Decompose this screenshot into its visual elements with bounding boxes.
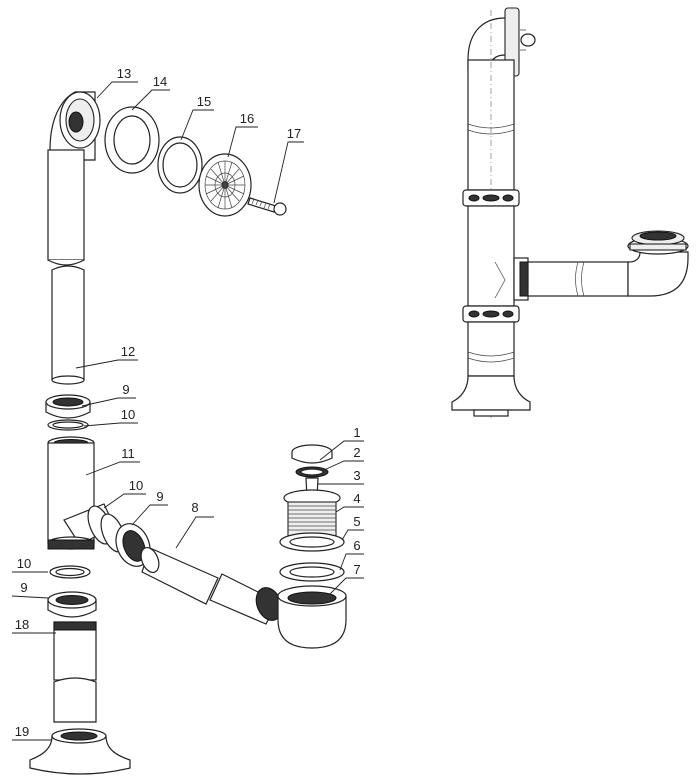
part-16-cover: [198, 153, 252, 217]
callout-14: 14: [153, 74, 167, 89]
assembled-view: [451, 7, 689, 418]
callout-labels: 1 2 3 4 5 6 7 8 9 10 11 12 13 14 15 16 1…: [15, 66, 361, 739]
part-8-branch-pipe: [140, 546, 283, 625]
callout-5: 5: [353, 514, 360, 529]
part-5-washer: [279, 532, 345, 552]
callout-10: 10: [121, 407, 135, 422]
part-10-washer-upper: [47, 419, 89, 431]
callout-15: 15: [197, 94, 211, 109]
callout-16: 16: [240, 111, 254, 126]
callout-17: 17: [287, 126, 301, 141]
callout-8: 8: [191, 500, 198, 515]
callout-11: 11: [121, 446, 135, 461]
part-14-gasket: [104, 106, 160, 174]
leader-lines: [11, 81, 364, 741]
callout-18: 18: [15, 617, 29, 632]
part-1-plug: [291, 444, 333, 464]
part-2-seal: [295, 466, 329, 478]
part-18-tailpiece: [53, 621, 97, 723]
part-15-ring: [157, 136, 203, 194]
part-9-nut-upper: [45, 394, 91, 419]
callout-9-side: 9: [156, 489, 163, 504]
callout-3: 3: [353, 468, 360, 483]
exploded-view: 1 2 3 4 5 6 7 8 9 10 11 12 13 14 15 16 1…: [11, 66, 364, 775]
callout-13: 13: [117, 66, 131, 81]
part-10-washer-lower: [49, 565, 91, 579]
callout-9: 9: [122, 382, 129, 397]
callout-2: 2: [353, 445, 360, 460]
part-7-drain-bowl: [277, 585, 347, 649]
callout-1: 1: [353, 425, 360, 440]
part-17-screw: [247, 197, 287, 216]
part-19-flange: [29, 728, 131, 775]
callout-10-lower: 10: [17, 556, 31, 571]
callout-9-lower: 9: [20, 580, 27, 595]
part-12-pipe: [51, 265, 85, 385]
part-9-nut-lower: [47, 591, 97, 618]
part-6-gasket: [279, 562, 345, 582]
callout-6: 6: [353, 538, 360, 553]
part-4-threaded-body: [287, 501, 337, 537]
callout-7: 7: [353, 562, 360, 577]
part-13-overflow-elbow: [47, 91, 101, 266]
callout-4: 4: [353, 491, 360, 506]
callout-10-side: 10: [129, 478, 143, 493]
callout-19: 19: [15, 724, 29, 739]
callout-12: 12: [121, 344, 135, 359]
